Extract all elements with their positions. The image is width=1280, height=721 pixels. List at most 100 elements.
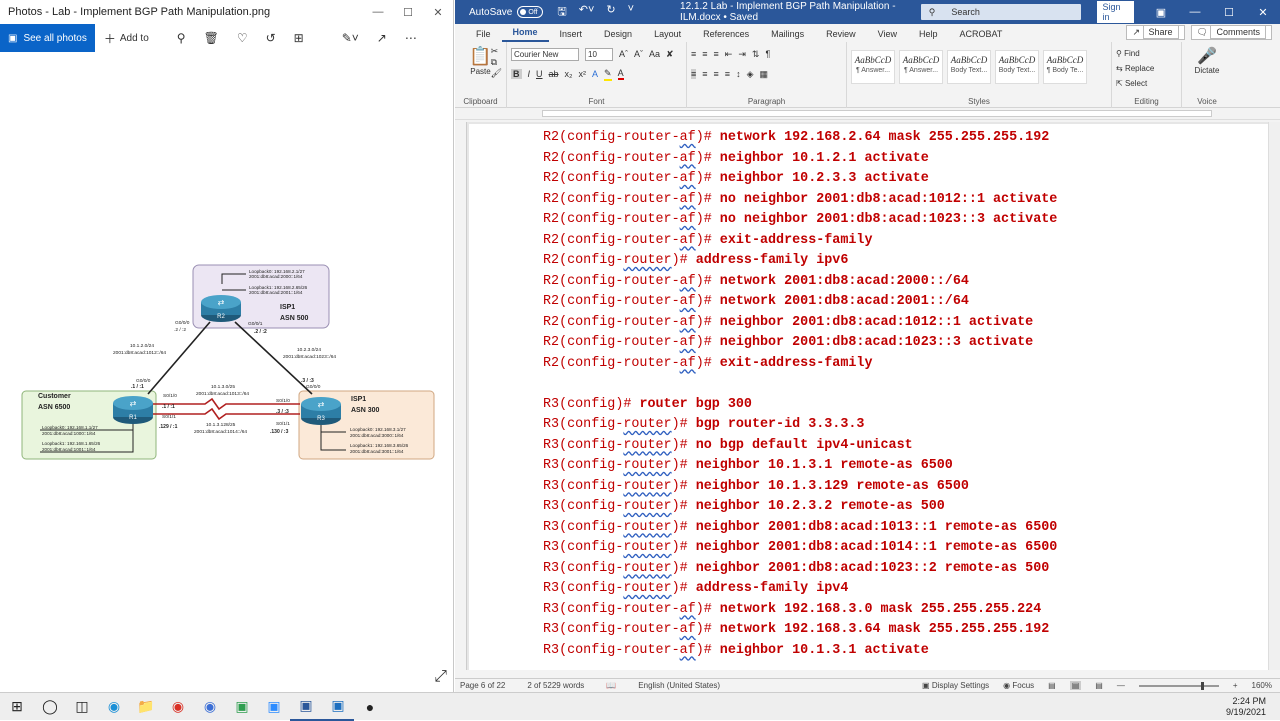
firefox-icon[interactable]: ◉ <box>203 698 217 714</box>
highlight-icon[interactable]: ✎ <box>604 68 612 81</box>
search-box[interactable]: ⚲ Search <box>920 4 1081 20</box>
font-color-icon[interactable]: A <box>617 68 624 80</box>
minimize-icon[interactable]: — <box>372 6 384 18</box>
windows-start-icon[interactable]: ⊞ <box>11 698 23 714</box>
word-count[interactable]: 2 of 5229 words <box>527 681 585 690</box>
zoom-level[interactable]: 160% <box>1251 681 1272 690</box>
save-icon[interactable]: 🖫 <box>557 5 567 18</box>
router-r2-icon[interactable]: ⇄ R2 <box>201 295 241 322</box>
close-icon[interactable]: ✕ <box>433 6 443 19</box>
justify-icon[interactable]: ≡ <box>724 69 731 79</box>
language[interactable]: English (United States) <box>638 681 721 690</box>
ribbon-display-icon[interactable]: ▣ <box>1155 6 1167 19</box>
shading-icon[interactable]: ◈ <box>746 68 754 79</box>
find-button[interactable]: ⚲ Find <box>1116 49 1140 58</box>
share-button[interactable]: ↗ Share <box>1126 25 1185 40</box>
zoom-in-icon[interactable]: + <box>1232 681 1238 690</box>
tab-acrobat[interactable]: ACROBAT <box>959 29 1003 39</box>
tab-mailings[interactable]: Mailings <box>771 29 805 39</box>
app-icon[interactable]: ▣ <box>235 698 249 714</box>
numbering-icon[interactable]: ≡ <box>702 49 708 59</box>
chrome-icon[interactable]: ◉ <box>171 698 185 714</box>
font-name-box[interactable]: Courier New <box>511 47 579 61</box>
close-icon[interactable]: ✕ <box>1258 6 1268 19</box>
bold-icon[interactable]: B <box>511 69 522 79</box>
replace-button[interactable]: ⇆ Replace <box>1116 64 1155 73</box>
grow-font-icon[interactable]: Aˆ <box>619 49 628 59</box>
expand-icon[interactable]: ⤢ <box>434 668 447 685</box>
rotate-icon[interactable]: ↺ <box>265 31 276 45</box>
see-all-photos-button[interactable]: ▣ See all photos <box>0 24 95 52</box>
web-layout-icon[interactable]: ▤ <box>1095 681 1103 690</box>
decrease-indent-icon[interactable]: ⇤ <box>724 48 733 59</box>
photos-app-icon[interactable]: ▣ <box>322 693 354 721</box>
more-icon[interactable]: ⋯ <box>404 31 417 45</box>
tab-insert[interactable]: Insert <box>559 29 583 39</box>
document-page[interactable]: R2(config-router-af)# network 192.168.2.… <box>469 124 1268 670</box>
router-r3-icon[interactable]: ⇄ R3 <box>301 397 341 425</box>
align-left-icon[interactable]: ≡ <box>691 69 697 79</box>
search-icon[interactable]: ◯ <box>42 698 58 714</box>
maximize-icon[interactable]: ☐ <box>403 6 413 19</box>
tab-review[interactable]: Review <box>826 29 856 39</box>
comments-button[interactable]: 🗨 Comments <box>1190 25 1272 40</box>
microphone-icon[interactable]: 🎤 <box>1197 48 1217 65</box>
task-view-icon[interactable]: ◫ <box>75 698 89 714</box>
align-right-icon[interactable]: ≡ <box>713 69 719 79</box>
read-mode-icon[interactable]: ▤ <box>1048 681 1056 690</box>
zoom-slider[interactable] <box>1138 681 1219 690</box>
github-icon[interactable]: ● <box>365 698 375 715</box>
show-marks-icon[interactable]: ¶ <box>765 49 771 59</box>
tab-view[interactable]: View <box>877 29 898 39</box>
increase-indent-icon[interactable]: ⇥ <box>738 48 746 59</box>
select-button[interactable]: ⇱ Select <box>1116 79 1148 88</box>
router-r1-icon[interactable]: ⇄ R1 <box>113 396 153 424</box>
minimize-icon[interactable]: — <box>1189 6 1201 18</box>
proofing-icon[interactable]: 📖 <box>606 681 617 690</box>
file-explorer-icon[interactable]: 📁 <box>137 698 155 714</box>
clipboard-small-icons[interactable]: ✂⧉🖌 <box>490 46 502 78</box>
tab-file[interactable]: File <box>476 29 491 39</box>
shrink-font-icon[interactable]: Aˇ <box>634 49 643 59</box>
print-layout-icon[interactable]: ▤ <box>1069 681 1082 690</box>
subscript-icon[interactable]: x₂ <box>564 69 573 79</box>
superscript-icon[interactable]: x² <box>578 69 587 79</box>
clear-format-icon[interactable]: ✘ <box>666 48 674 59</box>
bullets-icon[interactable]: ≡ <box>691 49 697 59</box>
style-gallery-item[interactable]: AaBbCcD¶ Answer... <box>899 50 943 84</box>
autosave-toggle[interactable]: Off <box>517 6 544 18</box>
align-center-icon[interactable]: ≡ <box>702 69 708 79</box>
document-title[interactable]: 12.1.2 Lab - Implement BGP Path Manipula… <box>680 1 896 23</box>
page-count[interactable]: Page 6 of 22 <box>460 681 506 690</box>
edge-icon[interactable]: ◉ <box>107 698 121 714</box>
style-gallery-item[interactable]: AaBbCcD¶ Body Te... <box>1043 50 1087 84</box>
paste-icon[interactable]: 📋 <box>469 46 492 66</box>
tab-references[interactable]: References <box>703 29 750 39</box>
delete-icon[interactable]: 🗑 <box>203 31 219 45</box>
word-app-icon[interactable]: ▣ <box>290 693 322 721</box>
change-case-icon[interactable]: Aa <box>649 49 661 59</box>
strikethrough-icon[interactable]: ab <box>548 69 559 79</box>
autosave-control[interactable]: AutoSave Off <box>469 6 544 18</box>
zoom-out-icon[interactable]: — <box>1116 681 1125 690</box>
favorite-icon[interactable]: ♡ <box>236 31 248 45</box>
maximize-icon[interactable]: ☐ <box>1224 6 1234 19</box>
horizontal-ruler[interactable] <box>455 108 1280 120</box>
system-clock[interactable]: 2:24 PM 9/19/2021 <box>1226 696 1266 718</box>
zoom-icon[interactable]: ⚲ <box>176 31 186 45</box>
add-to-button[interactable]: ＋ Add to <box>95 24 158 52</box>
crop-icon[interactable]: ⊞ <box>293 31 304 45</box>
undo-icon[interactable]: ↶˅ <box>578 3 595 16</box>
text-effects-icon[interactable]: A <box>592 69 599 79</box>
redo-icon[interactable]: ↻ <box>606 3 616 16</box>
sort-icon[interactable]: ⇅ <box>751 48 760 59</box>
customize-qat-icon[interactable]: ˅ <box>627 2 635 15</box>
underline-icon[interactable]: U <box>536 69 543 79</box>
display-settings-button[interactable]: ▣ Display Settings <box>922 681 990 690</box>
font-size-box[interactable]: 10 <box>585 47 613 61</box>
line-spacing-icon[interactable]: ↕ <box>736 69 741 79</box>
multilevel-list-icon[interactable]: ≡ <box>713 49 719 59</box>
style-gallery-item[interactable]: AaBbCcD¶ Answer... <box>851 50 895 84</box>
